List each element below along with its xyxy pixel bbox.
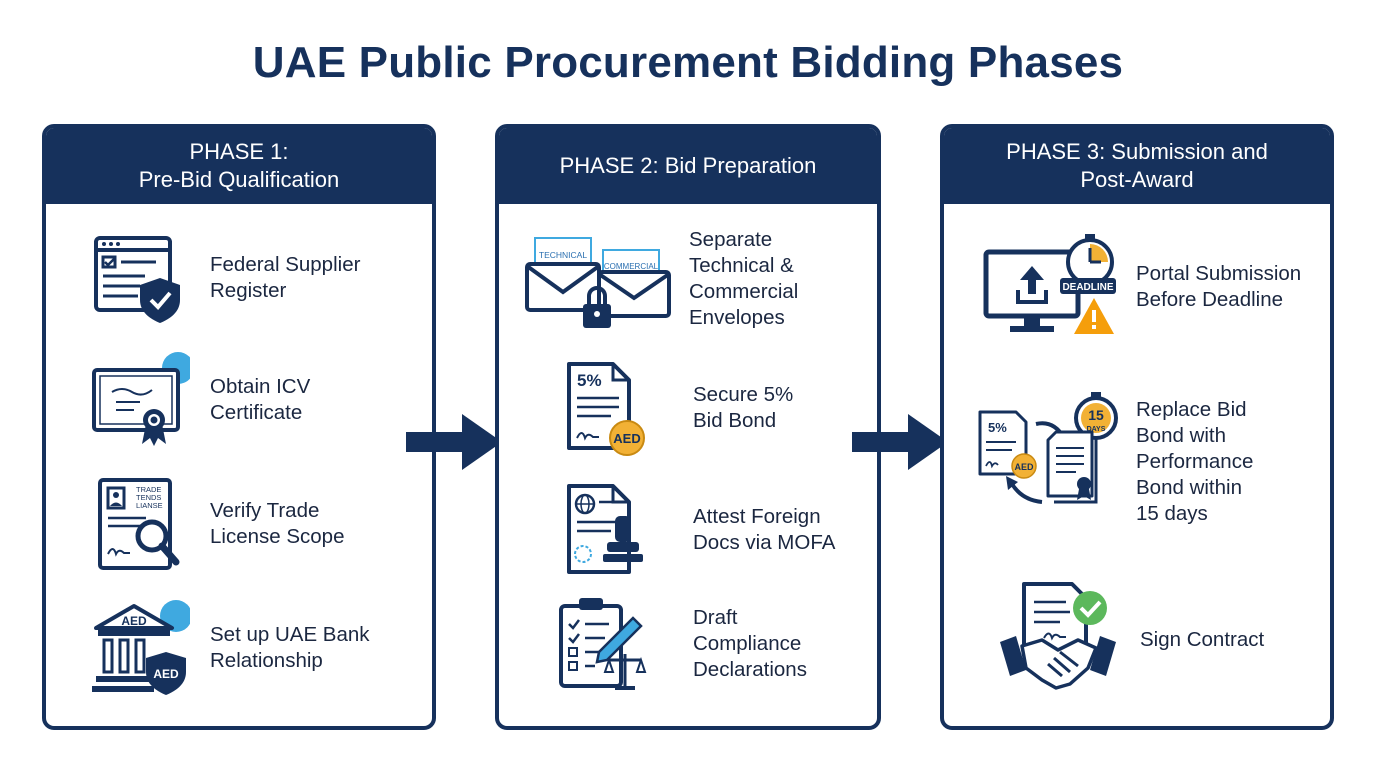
phase-2-item-compliance: Draft Compliance Declarations bbox=[555, 594, 807, 694]
clipboard-scales-icon bbox=[555, 594, 651, 694]
item-label: Replace Bid Bond with Performance Bond w… bbox=[1136, 398, 1254, 525]
bank-building-icon: AED AED bbox=[90, 598, 190, 698]
deadline-label: DEADLINE bbox=[1062, 282, 1113, 293]
phase-1-header-line2: Pre-Bid Qualification bbox=[138, 167, 340, 192]
bank-roof-text: AED bbox=[121, 614, 147, 628]
item-label: Verify Trade License Scope bbox=[210, 499, 345, 548]
phase-2-header-line1: PHASE 2: Bid Preparation bbox=[559, 153, 817, 178]
phase-3-item-replace-bond: 5% AED 15 DAYS bbox=[976, 392, 1253, 532]
arrow-right-icon bbox=[406, 414, 502, 470]
bid-bond-document-icon: 5% AED bbox=[555, 358, 651, 458]
phase-1-header: PHASE 1: Pre-Bid Qualification bbox=[46, 128, 432, 204]
bid-bond-percent: 5% bbox=[988, 420, 1007, 435]
item-label: Secure 5% Bid Bond bbox=[693, 383, 794, 432]
technical-label: TECHNICAL bbox=[539, 250, 587, 260]
phase-2-item-envelopes: TECHNICAL COMMERCIAL Separate Technical … bbox=[521, 224, 798, 334]
commercial-label: COMMERCIAL bbox=[604, 262, 659, 271]
arrow-right-icon bbox=[852, 414, 948, 470]
bank-shield-text: AED bbox=[153, 667, 179, 681]
supplier-register-shield-icon bbox=[90, 228, 190, 328]
aed-coin-text: AED bbox=[613, 431, 640, 446]
item-label: Portal Submission Before Deadline bbox=[1136, 262, 1302, 311]
item-label: Federal Supplier Register bbox=[210, 253, 361, 302]
phase-3-item-portal-submission: DEADLINE Portal Submission Before Deadli… bbox=[980, 232, 1301, 342]
certificate-icon bbox=[90, 350, 190, 450]
phase-2-panel: PHASE 2: Bid Preparation TECHNICAL COMME… bbox=[495, 124, 881, 730]
item-label: Attest Foreign Docs via MOFA bbox=[693, 505, 836, 554]
item-label: Set up UAE Bank Relationship bbox=[210, 623, 370, 672]
bond-percent-text: 5% bbox=[577, 371, 602, 390]
item-label: Obtain ICV Certificate bbox=[210, 375, 311, 424]
phase-1-header-line1: PHASE 1: bbox=[189, 139, 289, 164]
phase-3-item-sign-contract: Sign Contract bbox=[996, 580, 1264, 700]
phase-3-header: PHASE 3: Submission and Post-Award bbox=[944, 128, 1330, 204]
bond-exchange-icon: 5% AED 15 DAYS bbox=[976, 392, 1122, 532]
phase-2-item-bid-bond: 5% AED Secure 5% Bid Bond bbox=[555, 358, 793, 458]
phase-1-panel: PHASE 1: Pre-Bid Qualification Federal S… bbox=[42, 124, 436, 730]
phase-1-item-bank-relationship: AED AED Set up UAE Bank Relationship bbox=[90, 598, 370, 698]
sealed-envelopes-icon: TECHNICAL COMMERCIAL bbox=[521, 224, 671, 334]
item-label: Sign Contract bbox=[1140, 628, 1265, 651]
item-label: Draft Compliance Declarations bbox=[693, 606, 807, 681]
phase-3-header-line1: PHASE 3: Submission and bbox=[1006, 139, 1268, 164]
days-number: 15 bbox=[1088, 407, 1104, 423]
item-label: Separate Technical & Commercial Envelope… bbox=[689, 228, 799, 329]
phase-2-item-attest-docs: Attest Foreign Docs via MOFA bbox=[555, 480, 835, 580]
stamped-document-icon bbox=[555, 480, 651, 580]
portal-deadline-icon: DEADLINE bbox=[980, 232, 1118, 342]
bond-aed-coin: AED bbox=[1014, 462, 1034, 472]
phase-1-item-supplier-register: Federal Supplier Register bbox=[90, 228, 360, 328]
phase-3-header-line2: Post-Award bbox=[1080, 167, 1194, 192]
phase-1-item-icv-certificate: Obtain ICV Certificate bbox=[90, 350, 310, 450]
phase-2-header: PHASE 2: Bid Preparation bbox=[499, 128, 877, 204]
days-label: DAYS bbox=[1087, 426, 1106, 433]
handshake-contract-icon bbox=[996, 580, 1120, 700]
page-title: UAE Public Procurement Bidding Phases bbox=[252, 38, 1124, 87]
phase-3-panel: PHASE 3: Submission and Post-Award DEADL… bbox=[940, 124, 1334, 730]
